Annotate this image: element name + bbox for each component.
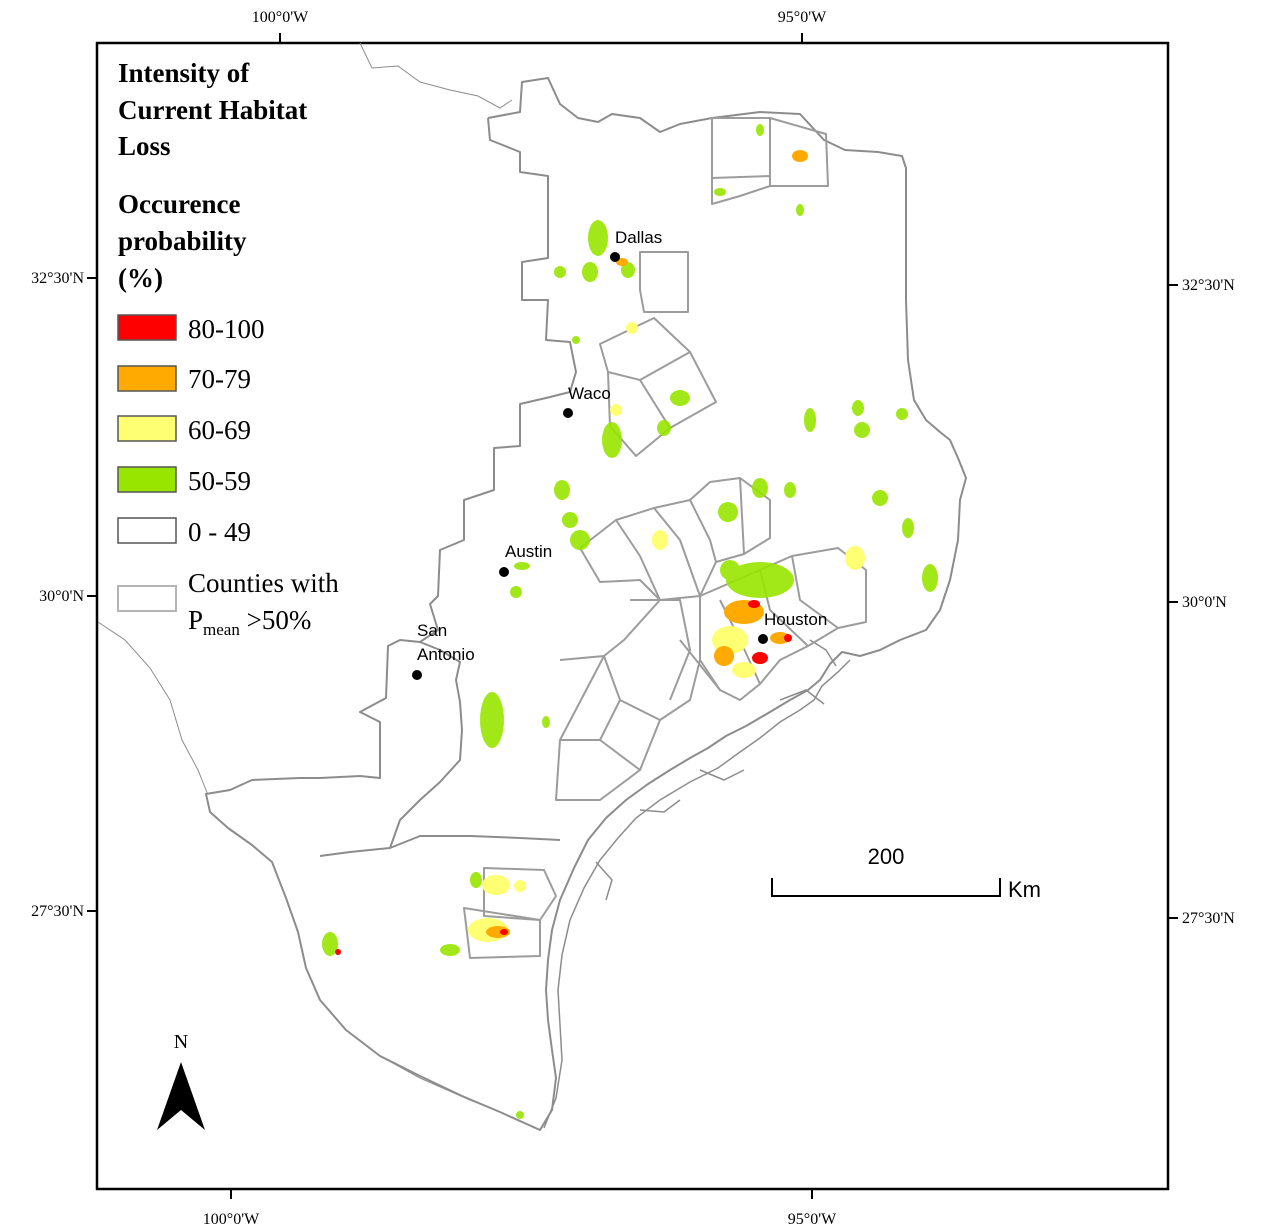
legend-title-line-1: Intensity of: [118, 58, 250, 88]
scale-bar-value: 200: [868, 844, 905, 869]
legend-subtitle-line-3: (%): [118, 263, 163, 293]
legend-subtitle-line-1: Occurence: [118, 189, 240, 219]
left-lat-label-1: 32°30'N: [31, 270, 84, 287]
legend-label-60-69: 60-69: [188, 415, 251, 445]
graticule-ticks: [87, 33, 1178, 1199]
city-marker-dallas: [610, 252, 620, 262]
city-label-houston: Houston: [764, 610, 827, 629]
legend-swatch-80-100: [117, 314, 177, 341]
north-arrow-label: N: [174, 1031, 188, 1053]
legend-pmean-p: P: [188, 605, 203, 635]
scale-bar: 200 Km: [771, 844, 1041, 902]
legend-pmean-tail: >50%: [240, 605, 311, 635]
legend-pmean-sub: mean: [203, 620, 240, 639]
bottom-lon-label-2: 95°0'W: [788, 1211, 837, 1228]
legend-swatch-counties: [117, 585, 177, 612]
right-lat-label-1: 32°30'N: [1182, 277, 1235, 294]
north-arrow: N: [157, 1031, 205, 1130]
city-label-waco: Waco: [568, 384, 611, 403]
legend-title-line-2: Current Habitat: [118, 95, 307, 125]
city-label-dallas: Dallas: [615, 228, 662, 247]
scale-bar-unit: Km: [1008, 877, 1041, 902]
legend-swatch-70-79: [117, 365, 177, 392]
cities-layer: Dallas Waco Austin San Antonio Houston: [412, 228, 827, 680]
study-region-west-edge: [419, 117, 577, 643]
class-80-100-patches: [335, 600, 792, 955]
city-label-austin: Austin: [505, 542, 552, 561]
city-label-san: San: [417, 621, 447, 640]
legend-label-50-59: 50-59: [188, 466, 251, 496]
legend-label-70-79: 70-79: [188, 364, 251, 394]
legend-label-counties: Counties with: [188, 568, 339, 598]
legend-swatch-60-69: [117, 415, 177, 442]
city-marker-houston: [758, 634, 768, 644]
habitat-loss-raster: [322, 124, 938, 1119]
legend-subtitle-line-2: probability: [118, 226, 247, 256]
legend-label-pmean: Pmean >50%: [188, 605, 311, 639]
study-region-outline: [205, 77, 967, 1131]
city-marker-waco: [563, 408, 573, 418]
legend: Intensity of Current Habitat Loss Occure…: [117, 58, 339, 639]
top-lon-label-1: 100°0'W: [252, 9, 309, 26]
legend-label-0-49: 0 - 49: [188, 517, 251, 547]
left-lat-label-2: 30°0'N: [39, 588, 84, 605]
right-lat-label-2: 30°0'N: [1182, 594, 1227, 611]
city-marker-san-antonio: [412, 670, 422, 680]
coastline: [543, 639, 851, 1129]
counties-layer: [463, 117, 867, 959]
legend-label-80-100: 80-100: [188, 314, 265, 344]
legend-swatch-0-49: [117, 517, 177, 544]
city-marker-austin: [499, 567, 509, 577]
north-arrow-icon: [157, 1062, 205, 1130]
right-lat-label-3: 27°30'N: [1182, 910, 1235, 927]
bottom-lon-label-1: 100°0'W: [203, 1211, 260, 1228]
city-label-antonio: Antonio: [417, 645, 475, 664]
left-lat-label-3: 27°30'N: [31, 903, 84, 920]
legend-swatch-50-59: [117, 466, 177, 493]
top-lon-label-2: 95°0'W: [778, 9, 827, 26]
class-50-59-patches: [322, 124, 938, 1119]
legend-title-line-3: Loss: [118, 131, 171, 161]
